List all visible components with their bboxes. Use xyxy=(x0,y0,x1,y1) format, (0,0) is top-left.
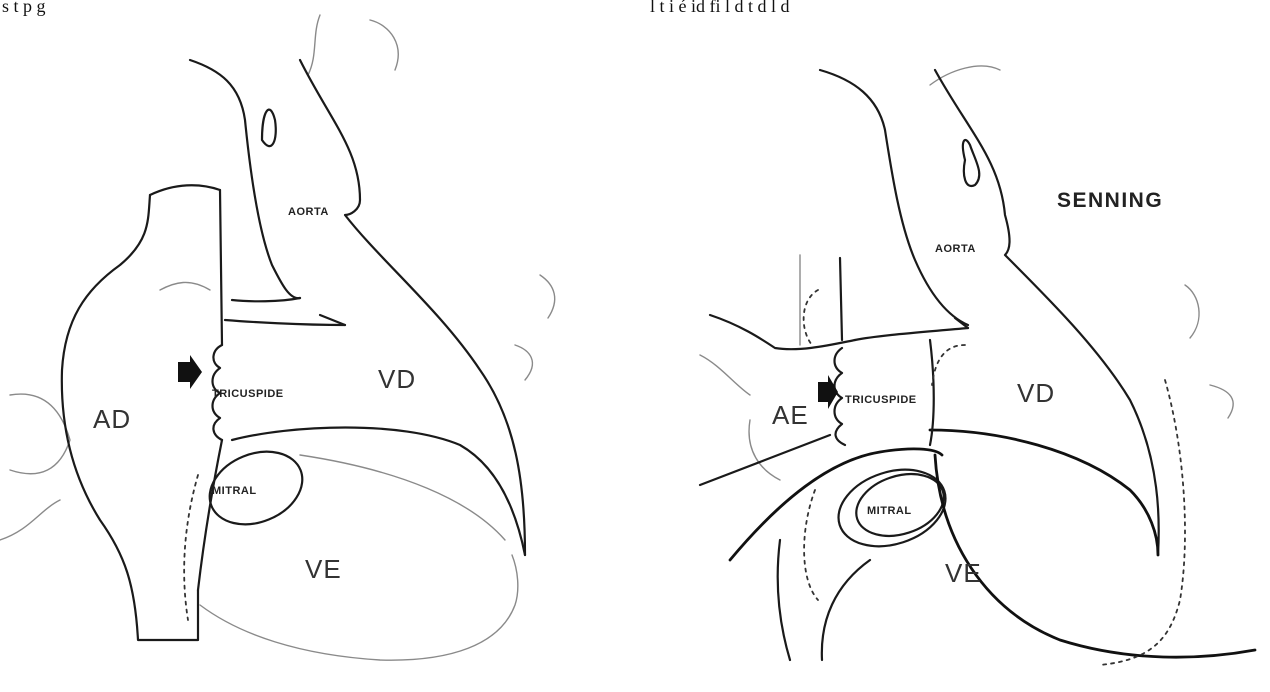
vessel-sketch xyxy=(700,355,750,395)
dotted-baffle-left xyxy=(804,490,818,600)
label-aorta-right: AORTA xyxy=(935,243,976,255)
aortic-loop-right xyxy=(963,140,979,186)
caption-fragment-right: l t i é id fi l d t d l d xyxy=(650,0,790,16)
atrial-roof xyxy=(855,328,968,340)
label-ve-right: VE xyxy=(945,558,982,588)
label-vd: VD xyxy=(378,364,416,394)
label-tricuspide: TRICUSPIDE xyxy=(212,388,284,400)
vessel-sketch xyxy=(0,500,60,540)
tricuspid-valve-right xyxy=(835,348,846,445)
vessel-sketch xyxy=(1185,285,1199,338)
dotted-septum xyxy=(184,475,198,620)
vd-inner-wall xyxy=(232,428,525,556)
septum-upper-right xyxy=(840,258,842,340)
ve-outline xyxy=(200,555,518,660)
flow-arrow-icon xyxy=(178,355,202,389)
dotted-baffle-top xyxy=(804,290,818,345)
vd-top-wall xyxy=(225,320,345,325)
vd-top-tip xyxy=(320,315,345,325)
vessel-sketch xyxy=(930,66,1000,85)
aorta-outer xyxy=(190,60,300,298)
aorta-outer-right xyxy=(820,70,968,325)
aortic-loop xyxy=(262,110,276,146)
right-heart-diagram: SENNING AORTA TRICUSPIDE MITRAL AE VD VE xyxy=(700,66,1255,665)
vessel-sketch xyxy=(308,15,320,75)
caption-fragment-left: s t p g xyxy=(2,0,46,16)
label-mitral-right: MITRAL xyxy=(867,505,912,517)
label-aorta: AORTA xyxy=(288,206,329,218)
vessel-sketch xyxy=(1210,385,1233,418)
vessel-sketch xyxy=(160,282,210,290)
aortic-root xyxy=(232,298,300,301)
label-ve: VE xyxy=(305,554,342,584)
ve-left-wall xyxy=(822,560,870,660)
label-ae: AE xyxy=(772,400,809,430)
label-tricuspide-right: TRICUSPIDE xyxy=(845,394,917,406)
left-heart-diagram: AORTA TRICUSPIDE MITRAL AD VD VE xyxy=(0,15,555,660)
vena-cava-inferior xyxy=(700,435,830,485)
dotted-pericardial xyxy=(1100,380,1185,665)
label-mitral: MITRAL xyxy=(212,485,257,497)
ve-lower-wall xyxy=(935,455,1255,657)
vessel-sketch xyxy=(540,275,555,318)
dotted-baffle-mid xyxy=(932,345,965,385)
vessel-sketch xyxy=(515,345,532,380)
ve-inner-curve xyxy=(300,455,505,540)
vd-inner-wall-right xyxy=(930,430,1158,555)
vena-cava-top xyxy=(150,185,220,195)
vessel-sketch xyxy=(10,394,70,474)
label-ad: AD xyxy=(93,404,131,434)
septum-upper xyxy=(220,190,222,345)
title-senning: SENNING xyxy=(1057,189,1163,212)
pulmonary-vein-upper xyxy=(710,315,855,349)
vessel-sketch xyxy=(370,20,398,70)
ivc-channel xyxy=(778,540,790,660)
label-vd-right: VD xyxy=(1017,378,1055,408)
vd-outer-wall xyxy=(300,60,525,555)
